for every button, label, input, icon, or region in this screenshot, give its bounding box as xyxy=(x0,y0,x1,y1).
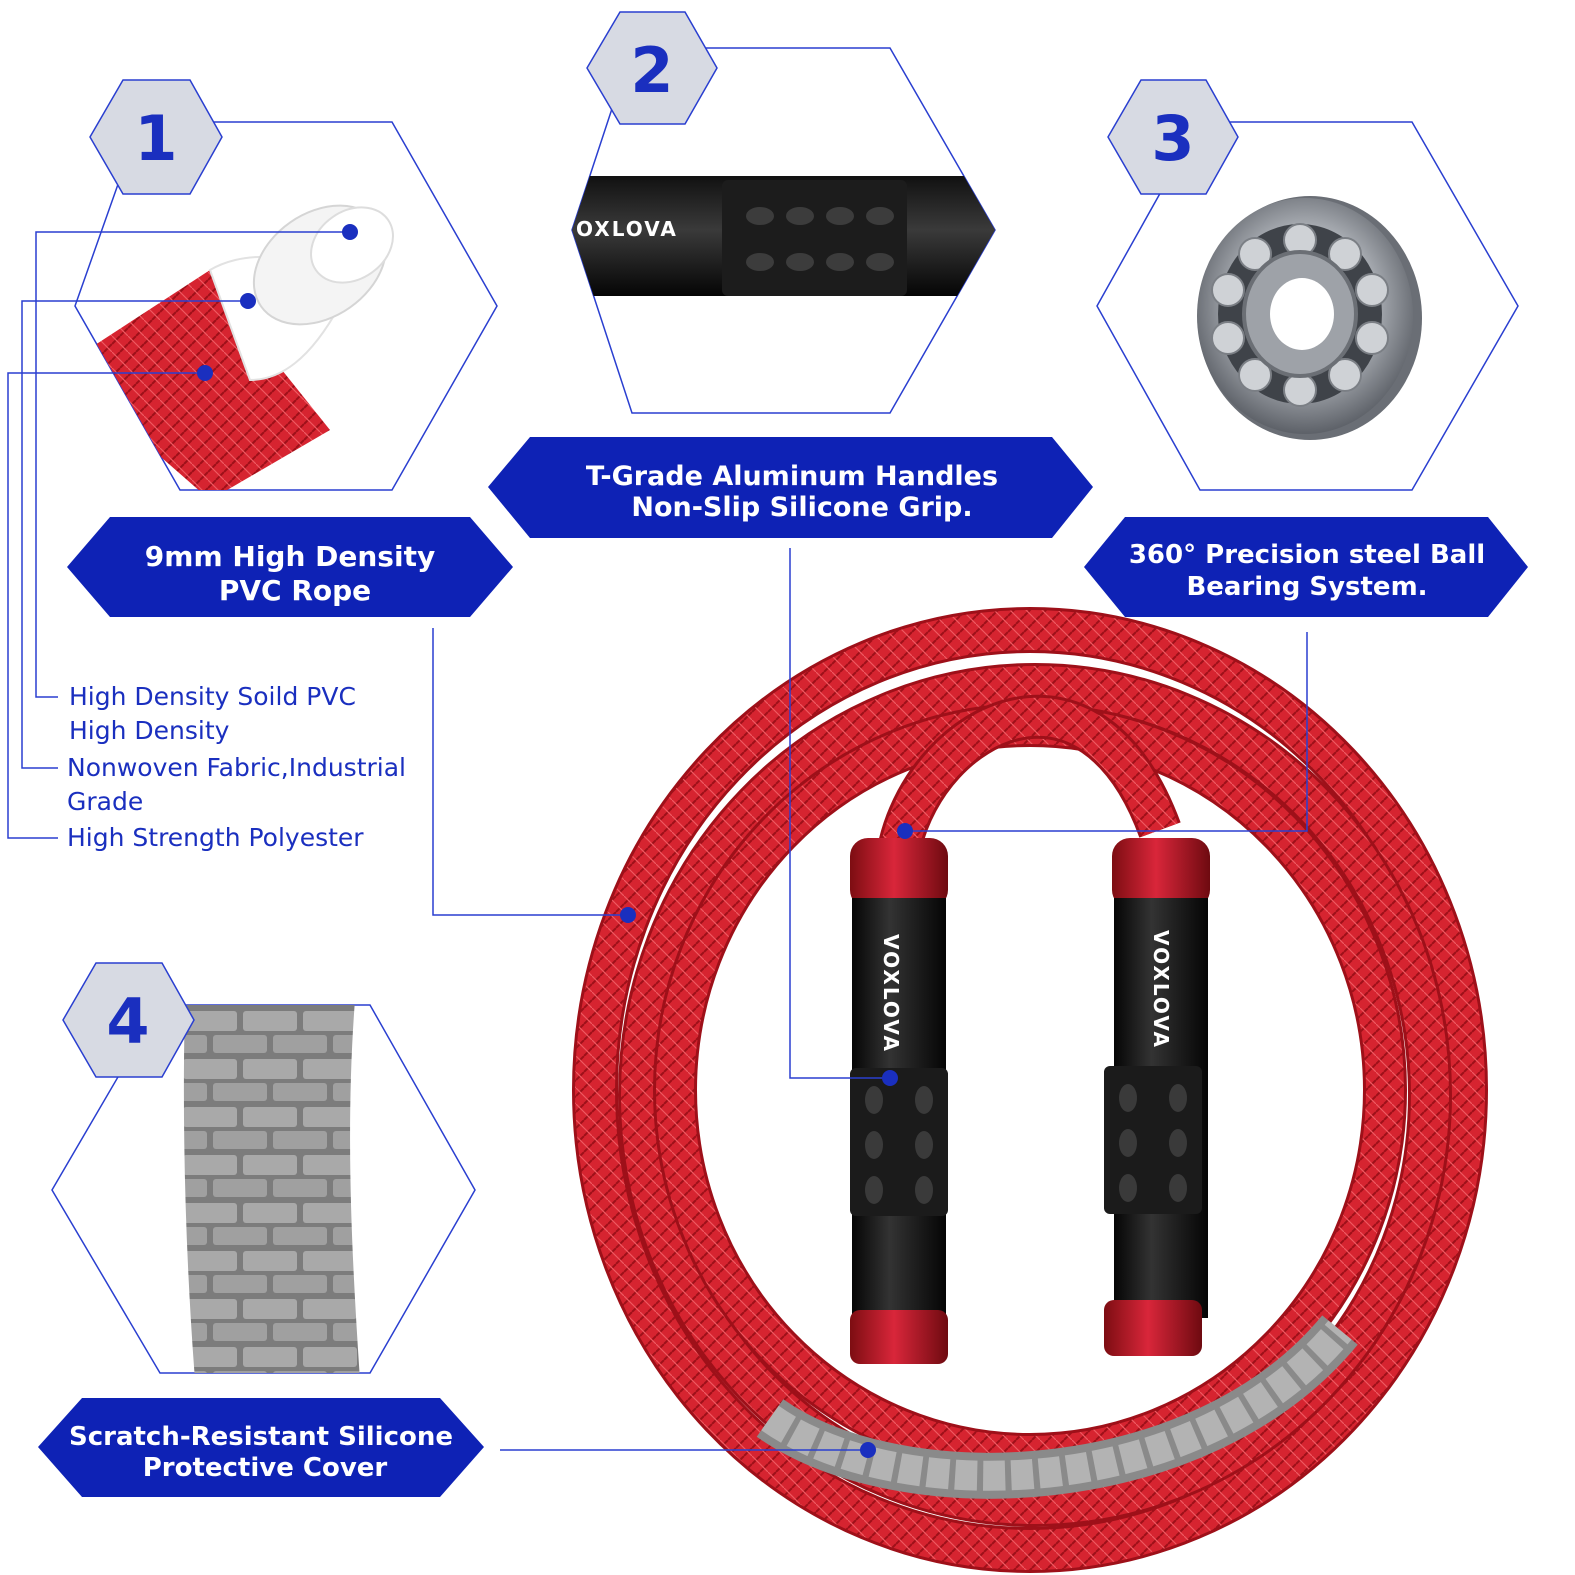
material-2-line1: Nonwoven Fabric,Industrial xyxy=(67,753,406,782)
feature-4-number: 4 xyxy=(106,985,149,1058)
feature-2-title-line2: Non-Slip Silicone Grip. xyxy=(631,492,972,523)
feature-4-panel: 4 Scratch-Resistant Silicone Protective … xyxy=(38,962,484,1497)
feature-1-banner xyxy=(67,517,513,617)
pointer-dot xyxy=(882,1070,898,1086)
hexagon-badge-icon xyxy=(89,79,223,195)
hexagon-badge-icon xyxy=(62,962,195,1078)
rope-cross-section-image xyxy=(95,204,394,490)
handle-closeup-image xyxy=(572,176,995,296)
feature-1-panel: 1 9mm High Density PVC Rope xyxy=(67,79,513,617)
pointer-dot xyxy=(860,1442,876,1458)
feature-4-banner xyxy=(38,1398,484,1497)
left-handle xyxy=(850,838,948,1364)
material-2-line2: Grade xyxy=(67,787,143,816)
material-1-line1: High Density Soild PVC xyxy=(69,682,356,711)
material-3: High Strength Polyester xyxy=(67,823,364,852)
feature-2-title-line1: T-Grade Aluminum Handles xyxy=(586,461,998,492)
feature-3-panel: 3 360° Precision steel Ball Bearing Syst… xyxy=(1084,79,1528,617)
bearing-image xyxy=(1197,196,1422,440)
feature-3-number: 3 xyxy=(1151,102,1194,175)
feature-pointer-lines xyxy=(432,548,1308,1451)
feature-1-title-line1: 9mm High Density xyxy=(145,540,435,573)
feature-3-title-line2: Bearing System. xyxy=(1186,572,1427,602)
feature-3-banner xyxy=(1084,517,1528,617)
callout-dot xyxy=(197,365,213,381)
feature-2-panel: OXLOVA 2 T-Grade Aluminum Handles Non-Sl… xyxy=(488,11,1093,538)
feature-4-title-line2: Protective Cover xyxy=(143,1453,388,1483)
callout-dot xyxy=(342,224,358,240)
right-handle-logo: VOXLOVA xyxy=(1149,930,1173,1049)
material-callouts xyxy=(7,231,350,839)
material-1-line2: High Density xyxy=(69,716,230,745)
handle-logo-text: OXLOVA xyxy=(576,217,678,241)
left-handle-logo: VOXLOVA xyxy=(879,934,903,1053)
feature-2-number: 2 xyxy=(630,34,673,107)
jump-rope-product-image xyxy=(572,607,1488,1573)
silicone-cover-image xyxy=(183,1005,360,1373)
feature-1-title-line2: PVC Rope xyxy=(219,574,371,607)
right-handle xyxy=(1104,838,1210,1356)
feature-2-banner xyxy=(488,437,1093,538)
pointer-dot xyxy=(897,823,913,839)
pointer-dot xyxy=(620,907,636,923)
feature-1-number: 1 xyxy=(134,102,177,175)
hexagon-badge-icon xyxy=(586,11,718,125)
hexagon-badge-icon xyxy=(1107,79,1239,195)
feature-4-title-line1: Scratch-Resistant Silicone xyxy=(69,1422,453,1452)
callout-dot xyxy=(240,293,256,309)
feature-3-title-line1: 360° Precision steel Ball xyxy=(1129,540,1485,570)
